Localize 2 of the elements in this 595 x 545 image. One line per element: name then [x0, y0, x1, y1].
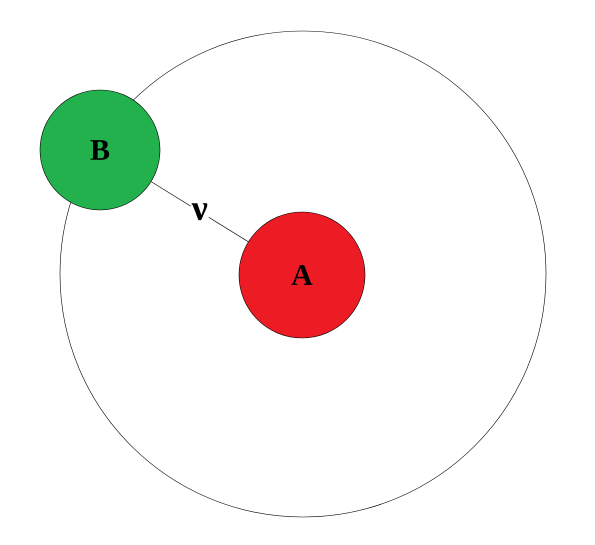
edge-label: ν [190, 202, 209, 222]
connector-line [150, 181, 248, 242]
